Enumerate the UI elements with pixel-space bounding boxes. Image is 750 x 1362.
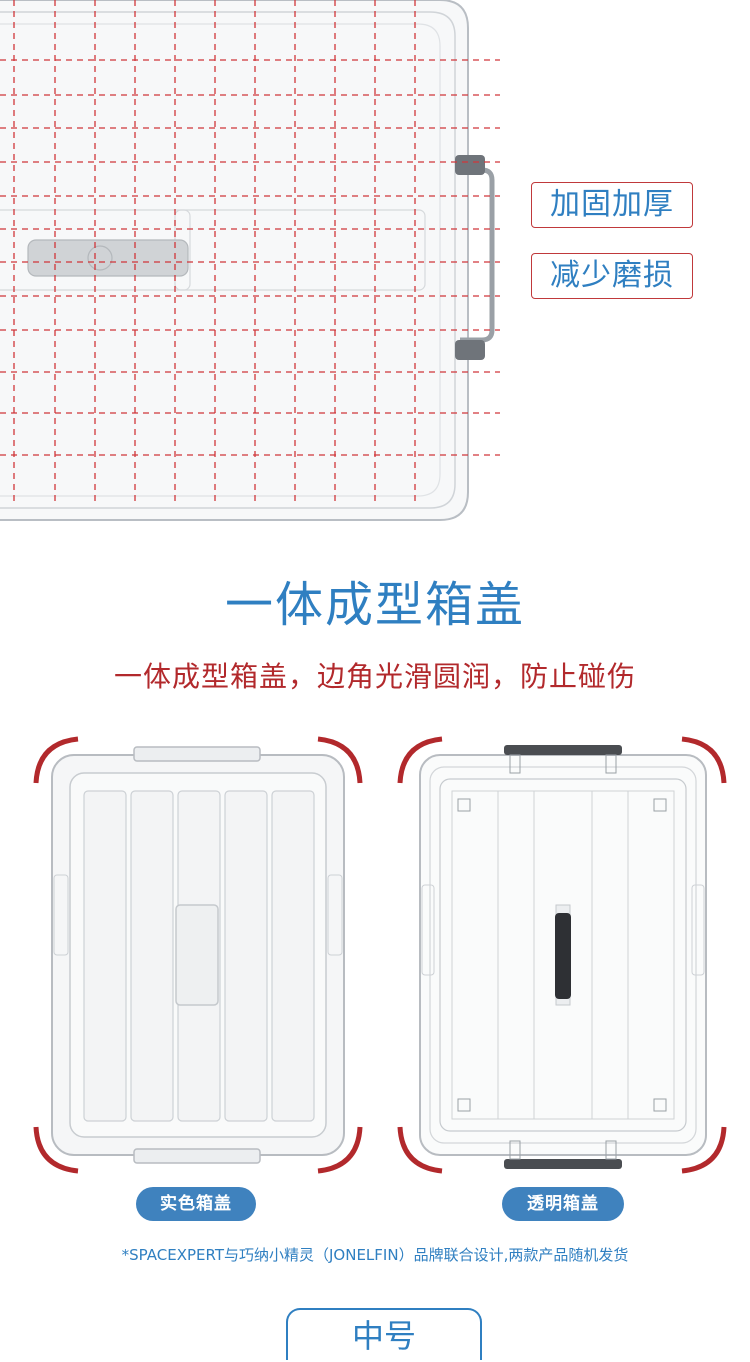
size-tab[interactable]: 中号	[286, 1308, 482, 1360]
section-subtitle: 一体成型箱盖，边角光滑圆润，防止碰伤	[113, 660, 636, 693]
lid-handle	[555, 913, 571, 999]
feature-badge-reduce-wear: 减少磨损	[531, 253, 693, 299]
corner-arc	[397, 736, 443, 784]
lid-handle	[175, 904, 219, 1006]
bottom-latch-icon	[504, 1159, 622, 1169]
feature-badge-reinforced: 加固加厚	[531, 182, 693, 228]
measurement-grid	[0, 0, 500, 505]
solid-lid-illustration	[28, 735, 368, 1175]
corner-arc	[317, 736, 363, 784]
top-latch-icon	[455, 155, 485, 175]
lid-grid-illustration: 加固加厚 减少磨损	[0, 0, 750, 530]
transparent-lid-illustration	[392, 735, 732, 1175]
corner-arc	[681, 736, 727, 784]
transparent-lid-label: 透明箱盖	[502, 1187, 624, 1221]
bottom-latch-icon	[455, 340, 485, 360]
lid-grid-drawing	[0, 0, 500, 521]
corner-arc	[317, 1126, 363, 1174]
section-title: 一体成型箱盖	[224, 577, 525, 633]
top-latch-icon	[504, 745, 622, 755]
lid-outline	[0, 0, 469, 521]
lid-center-handle	[27, 239, 189, 277]
solid-lid-label: 实色箱盖	[136, 1187, 256, 1221]
corner-arc	[681, 1126, 727, 1174]
corner-arc	[33, 736, 79, 784]
corner-arc	[33, 1126, 79, 1174]
side-handle	[460, 167, 495, 343]
corner-arc	[397, 1126, 443, 1174]
brand-footnote: *SPACEXPERT与巧纳小精灵（JONELFIN）品牌联合设计,两款产品随机…	[121, 1246, 629, 1264]
